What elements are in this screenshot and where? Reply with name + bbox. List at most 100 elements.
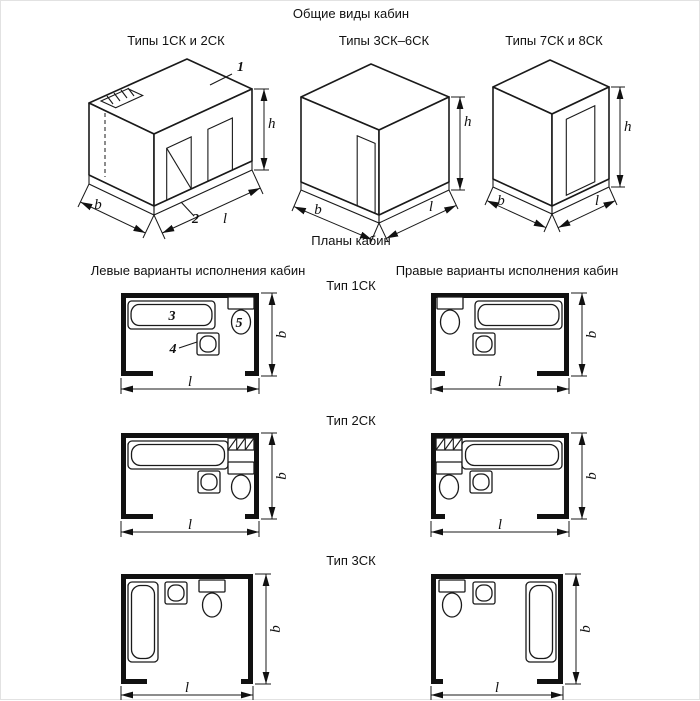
dim-label-b: b bbox=[584, 330, 600, 338]
toilet bbox=[227, 461, 255, 500]
dim-label-b: b bbox=[274, 472, 290, 480]
dimension-b: b bbox=[255, 573, 284, 685]
dimension-l: l bbox=[430, 517, 570, 537]
iso-view-1-title: Типы 1СК и 2СК bbox=[127, 33, 225, 48]
dimension-b: b bbox=[484, 186, 553, 233]
dim-label-b: b bbox=[578, 625, 594, 633]
washbasin bbox=[472, 581, 496, 605]
dimension-b: b bbox=[261, 292, 290, 377]
iso-view-3: Типы 7СК и 8СК h b l bbox=[484, 33, 632, 233]
dim-label-l: l bbox=[595, 193, 599, 209]
dimension-b: b bbox=[261, 432, 290, 520]
door-opening bbox=[356, 134, 376, 215]
plan-3sk-left: l b bbox=[120, 573, 284, 700]
toilet bbox=[438, 579, 466, 618]
dimension-b: b bbox=[291, 189, 380, 245]
iso-view-2: Типы 3СК–6СК h b l bbox=[291, 33, 472, 245]
callout-2-leader bbox=[180, 201, 195, 217]
washbasin bbox=[164, 581, 188, 605]
page-title: Общие виды кабин bbox=[293, 6, 409, 21]
plan-2sk-left: l b bbox=[120, 432, 290, 537]
dimension-l: l bbox=[120, 517, 260, 537]
door-opening bbox=[565, 104, 596, 197]
roof-vent-hatch bbox=[106, 87, 135, 105]
bathtub bbox=[474, 300, 563, 330]
vent-duct bbox=[227, 437, 255, 451]
row-label-type3: Тип 3СК bbox=[326, 553, 376, 568]
dim-label-l: l bbox=[429, 199, 433, 215]
dimension-l: l bbox=[120, 680, 254, 700]
wall-outline bbox=[431, 574, 563, 684]
row-label-type2: Тип 2СК bbox=[326, 413, 376, 428]
bathtub bbox=[127, 581, 159, 663]
dim-label-b: b bbox=[314, 202, 322, 218]
bathtub bbox=[525, 581, 557, 663]
dim-label-h: h bbox=[624, 119, 632, 135]
row-label-type1: Тип 1СК bbox=[326, 278, 376, 293]
dimension-h: h bbox=[611, 86, 632, 188]
dim-label-l: l bbox=[223, 211, 227, 227]
plan-2sk-right: l b bbox=[430, 432, 600, 537]
plans-section-title: Планы кабин bbox=[311, 233, 390, 248]
dimension-h: h bbox=[451, 96, 472, 191]
door-diagonal bbox=[166, 147, 192, 190]
wall-outline bbox=[121, 293, 259, 376]
dimension-l: l bbox=[430, 374, 570, 394]
callout-5: 5 bbox=[236, 316, 243, 331]
wall-outline bbox=[121, 574, 253, 684]
dimension-b: b bbox=[565, 573, 594, 685]
dim-label-h: h bbox=[268, 116, 276, 132]
wall-outline bbox=[431, 433, 569, 519]
wall-outline bbox=[121, 433, 259, 519]
plan-1sk-left: 3 4 5 l b bbox=[120, 292, 290, 394]
callout-3: 3 bbox=[168, 309, 176, 324]
dim-label-l: l bbox=[188, 374, 192, 390]
washbasin bbox=[472, 332, 496, 356]
wall-outline bbox=[431, 293, 569, 376]
callout-2: 2 bbox=[191, 212, 199, 227]
dimension-l: l bbox=[378, 189, 459, 243]
dimension-l: l bbox=[120, 374, 260, 394]
washbasin bbox=[196, 332, 220, 356]
dimension-b: b bbox=[571, 292, 600, 377]
toilet bbox=[436, 296, 464, 335]
dim-label-l: l bbox=[498, 374, 502, 390]
callout-4-leader bbox=[178, 341, 198, 349]
iso-view-2-title: Типы 3СК–6СК bbox=[339, 33, 430, 48]
dimension-b: b bbox=[571, 432, 600, 520]
roof-vent-block bbox=[99, 88, 145, 109]
callout-1-leader bbox=[209, 73, 233, 86]
toilet bbox=[198, 579, 226, 618]
plan-1sk-right: l b bbox=[430, 292, 600, 394]
left-column-header: Левые варианты исполнения кабин bbox=[91, 263, 306, 278]
dim-label-l: l bbox=[498, 517, 502, 533]
dim-label-l: l bbox=[495, 680, 499, 696]
callout-1: 1 bbox=[237, 60, 244, 75]
toilet bbox=[435, 461, 463, 500]
dimension-l: l bbox=[551, 186, 618, 233]
dimension-b: b bbox=[77, 183, 155, 239]
dimension-h: h bbox=[254, 88, 276, 171]
dimension-l: l bbox=[153, 169, 264, 240]
door-opening bbox=[207, 117, 233, 183]
dim-label-b: b bbox=[94, 197, 102, 213]
washbasin bbox=[197, 470, 221, 494]
plan-3sk-right: l b bbox=[430, 573, 594, 700]
iso-view-3-title: Типы 7СК и 8СК bbox=[505, 33, 603, 48]
washbasin bbox=[469, 470, 493, 494]
dim-label-l: l bbox=[188, 517, 192, 533]
right-column-header: Правые варианты исполнения кабин bbox=[396, 263, 619, 278]
dim-label-b: b bbox=[274, 330, 290, 338]
dim-label-b: b bbox=[584, 472, 600, 480]
dim-label-b: b bbox=[497, 193, 505, 209]
callout-4: 4 bbox=[169, 342, 177, 357]
bathtub bbox=[127, 440, 229, 470]
iso-view-1: Типы 1СК и 2СК h b l 1 bbox=[77, 33, 276, 240]
vent-duct bbox=[435, 437, 463, 451]
dim-label-h: h bbox=[464, 114, 472, 130]
dim-label-l: l bbox=[185, 680, 189, 696]
dimension-l: l bbox=[430, 680, 564, 700]
bathtub bbox=[461, 440, 563, 470]
